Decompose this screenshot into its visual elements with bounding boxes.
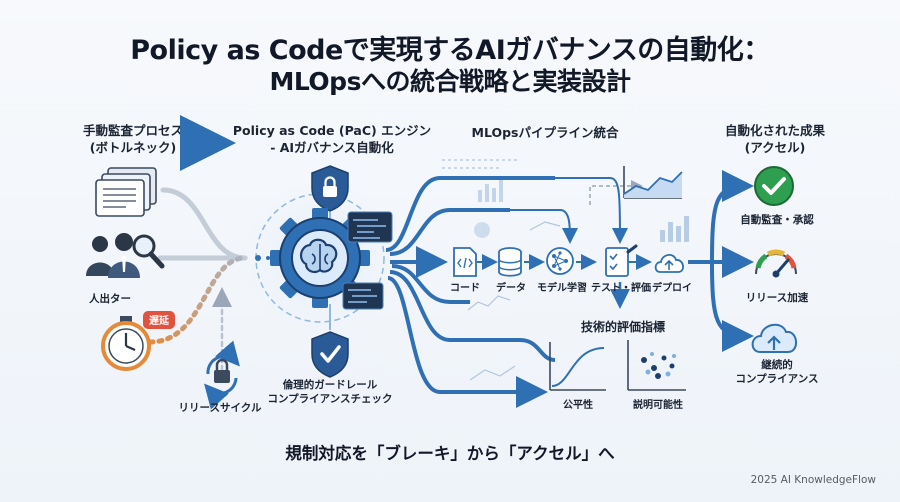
release-cycle-label: リリースサイクル — [178, 402, 262, 414]
cloud-upload-icon — [654, 254, 684, 273]
page-title: Policy as Codeで実現するAIガバナンスの自動化： — [130, 35, 770, 66]
eval-title: 技術的評価指標 — [580, 320, 665, 334]
shield-check-icon — [311, 331, 349, 378]
database-icon — [498, 247, 522, 277]
step-label-deploy: デプロイ — [652, 283, 692, 294]
footer-credit: 2025 AI KnowledgeFlow — [750, 474, 876, 486]
area-chart-icon — [623, 166, 683, 199]
step-label-test-eval: テスト・評価 — [591, 283, 651, 294]
bar-chart-decor — [660, 216, 689, 242]
engine-caption: 倫理的ガードレール コンプライアンスチェック — [267, 379, 393, 405]
shield-lock-icon — [311, 165, 349, 212]
lock-cycle-icon — [204, 340, 240, 410]
fairness-chart-icon — [549, 342, 606, 391]
step-label-code: コード — [450, 283, 480, 294]
delay-badge-label: 遅延 — [149, 316, 169, 327]
outcome-auto-audit: 自動監査・承認 — [740, 214, 814, 226]
page-subtitle: MLOpsへの統合戦略と実装設計 — [269, 67, 631, 96]
engine-output-lines — [385, 176, 556, 408]
outcome-release-speed: リリース加速 — [745, 292, 809, 304]
gauge-icon — [755, 249, 797, 278]
background-chart-decor — [442, 159, 561, 381]
code-panel-top — [347, 211, 393, 243]
stopwatch-icon — [101, 316, 151, 371]
eval-metric-explainability: 説明可能性 — [633, 400, 683, 411]
document-stack-icon — [95, 167, 157, 217]
people-label: 人出ター — [89, 293, 131, 305]
code-icon — [453, 247, 477, 277]
magnifier-icon — [132, 234, 165, 269]
code-panel-bottom — [342, 282, 384, 310]
cloud-icon — [751, 323, 797, 353]
gear-brain-icon — [270, 208, 370, 308]
explainability-chart-icon — [627, 340, 686, 391]
neural-icon — [546, 247, 574, 275]
left-flow-lines — [147, 187, 248, 372]
outcome-arrows — [688, 170, 754, 352]
pipeline-arrows — [477, 177, 652, 309]
header-outcomes: 自動化された成果 (アクセル) — [724, 123, 825, 155]
checklist-icon — [605, 244, 638, 277]
header-manual-process: 手動監査プロセス (ボトルネック) — [82, 123, 183, 155]
step-label-training: モデル学習 — [537, 283, 587, 294]
bottom-message: 規制対応を「ブレーキ」から「アクセル」へ — [285, 444, 615, 463]
delay-badge — [143, 311, 175, 329]
header-pac-engine: Policy as Code (PaC) エンジン - AIガバナンス自動化 — [232, 123, 432, 155]
engine-input-dots — [255, 255, 270, 261]
header-mlops: MLOpsパイプライン統合 — [471, 125, 619, 140]
eval-metric-fairness: 公平性 — [563, 400, 593, 411]
step-label-data: データ — [496, 283, 526, 294]
check-circle-icon — [754, 166, 794, 206]
outcome-continuous-compliance: 継続的 コンプライアンス — [735, 359, 819, 385]
people-icon — [86, 233, 140, 278]
